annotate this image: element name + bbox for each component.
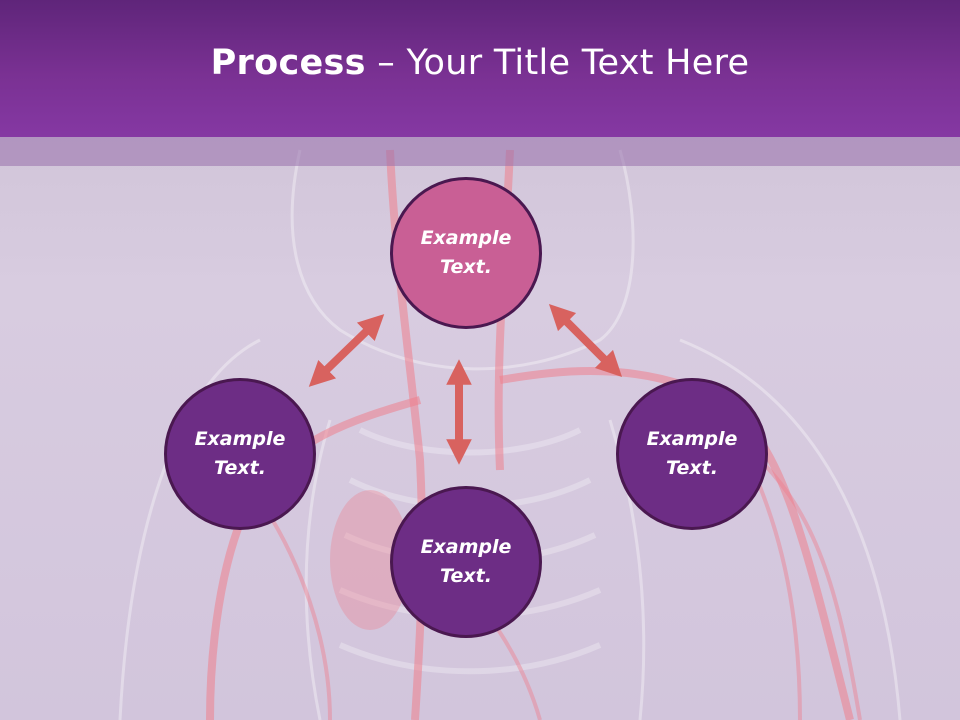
slide-title-rest: – Your Title Text Here bbox=[365, 42, 750, 83]
process-node-bottom: Example Text. bbox=[390, 486, 542, 638]
process-node-left-line2: Text. bbox=[214, 457, 266, 479]
slide-title-bold: Process bbox=[210, 42, 366, 83]
title-underline-band bbox=[0, 137, 960, 166]
process-node-right-line1: Example bbox=[646, 428, 738, 450]
process-node-bottom-line2: Text. bbox=[440, 565, 492, 587]
process-node-left-line1: Example bbox=[194, 428, 286, 450]
slide-title: Process – Your Title Text Here bbox=[211, 43, 750, 83]
process-node-top: Example Text. bbox=[390, 177, 542, 329]
process-node-left: Example Text. bbox=[164, 378, 316, 530]
process-node-right: Example Text. bbox=[616, 378, 768, 530]
process-node-top-line2: Text. bbox=[440, 256, 492, 278]
process-node-top-line1: Example bbox=[420, 227, 512, 249]
process-node-right-line2: Text. bbox=[666, 457, 718, 479]
process-node-bottom-line1: Example bbox=[420, 536, 512, 558]
title-bar: Process – Your Title Text Here bbox=[0, 0, 960, 137]
